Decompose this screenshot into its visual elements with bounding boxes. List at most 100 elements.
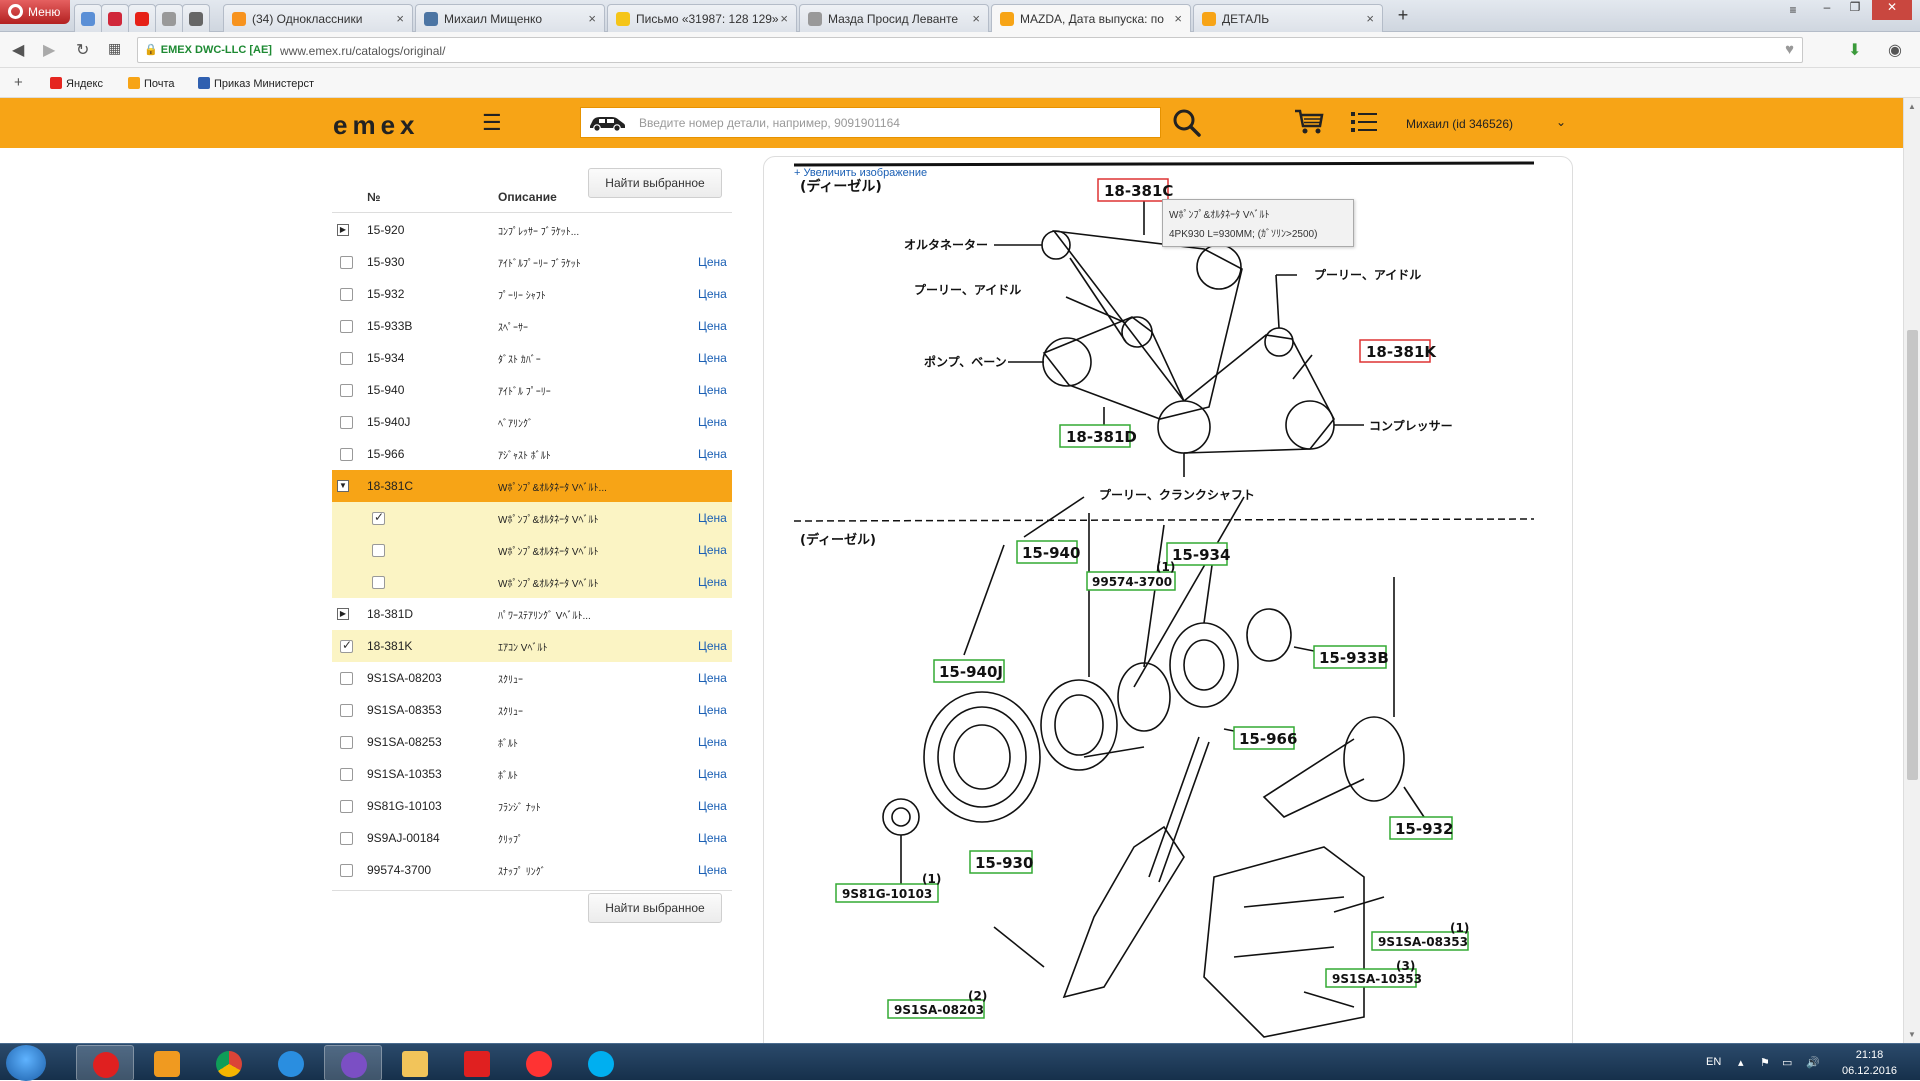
new-tab-button[interactable]: + — [1397, 5, 1409, 25]
price-link[interactable]: Цена — [698, 703, 727, 717]
callout-15-932[interactable]: 15-932 — [1395, 820, 1453, 838]
price-link[interactable]: Цена — [698, 799, 727, 813]
user-account-label[interactable]: Михаил (id 346526) — [1406, 117, 1513, 131]
tray-expand-icon[interactable]: ▴ — [1738, 1057, 1744, 1069]
row-checkbox[interactable] — [340, 768, 353, 781]
tab-emex-mazda[interactable]: MAZDA, Дата выпуска: по × — [991, 4, 1191, 33]
search-icon[interactable] — [1172, 108, 1202, 138]
close-icon[interactable]: × — [588, 11, 596, 26]
row-checkbox[interactable] — [340, 416, 353, 429]
network-icon[interactable]: ▭ — [1782, 1057, 1793, 1069]
scrollbar-thumb[interactable] — [1907, 330, 1918, 780]
system-clock[interactable]: 21:18 06.12.2016 — [1842, 1047, 1897, 1079]
taskbar-yandex[interactable] — [448, 1045, 506, 1081]
callout-9s1sa-08203[interactable]: 9S1SA-08203 — [894, 1003, 984, 1017]
windows-start-button[interactable] — [6, 1045, 46, 1081]
row-checkbox[interactable] — [340, 672, 353, 685]
callout-15-933b[interactable]: 15-933B — [1319, 649, 1389, 667]
emex-logo[interactable]: emex — [333, 110, 420, 140]
callout-15-934[interactable]: 15-934 — [1172, 546, 1230, 564]
zoom-image-link[interactable]: + Увеличить изображение — [794, 167, 928, 179]
minimize-button[interactable]: – — [1823, 0, 1831, 14]
opera-menu-button[interactable]: Меню — [0, 0, 70, 24]
row-checkbox[interactable] — [340, 320, 353, 333]
vpn-icon[interactable]: ◉ — [1888, 42, 1902, 59]
expand-icon[interactable]: ▶ — [337, 608, 349, 620]
page-scrollbar[interactable]: ▲ ▼ — [1903, 98, 1920, 1043]
price-link[interactable]: Цена — [698, 511, 727, 525]
close-icon[interactable]: × — [1366, 11, 1374, 26]
car-icon[interactable] — [587, 113, 627, 133]
taskbar-media-player[interactable] — [138, 1045, 196, 1081]
speed-dial-icon[interactable]: ▦ — [108, 40, 122, 56]
tab-odnoklassniki[interactable]: (34) Одноклассники × — [223, 4, 413, 32]
close-icon[interactable]: × — [396, 11, 404, 26]
callout-15-940[interactable]: 15-940 — [1022, 544, 1080, 562]
taskbar-opera[interactable] — [76, 1045, 134, 1081]
secure-badge[interactable]: 🔒 EMEX DWC-LLC [AE] — [144, 44, 272, 56]
callout-18-381c[interactable]: 18-381C — [1104, 182, 1173, 200]
close-icon[interactable]: × — [780, 11, 788, 26]
price-link[interactable]: Цена — [698, 255, 727, 269]
download-icon[interactable]: ⬇ — [1848, 42, 1862, 59]
callout-18-381d[interactable]: 18-381D — [1066, 428, 1137, 446]
price-link[interactable]: Цена — [698, 447, 727, 461]
scroll-up-icon[interactable]: ▲ — [1908, 102, 1916, 111]
url-text[interactable]: www.emex.ru/catalogs/original/ — [280, 44, 446, 58]
maximize-button[interactable]: ❐ — [1849, 0, 1861, 14]
price-link[interactable]: Цена — [698, 863, 727, 877]
find-selected-button-top[interactable]: Найти выбранное — [588, 168, 722, 198]
price-link[interactable]: Цена — [698, 383, 727, 397]
row-checkbox[interactable] — [372, 576, 385, 589]
heart-icon[interactable]: ♥ — [1785, 41, 1794, 58]
price-link[interactable]: Цена — [698, 543, 727, 557]
cart-icon[interactable] — [1294, 108, 1324, 136]
price-link[interactable]: Цена — [698, 831, 727, 845]
pinned-tab-4[interactable] — [155, 4, 183, 32]
price-link[interactable]: Цена — [698, 735, 727, 749]
pinned-tab-5[interactable] — [182, 4, 210, 32]
price-link[interactable]: Цена — [698, 639, 727, 653]
volume-icon[interactable]: 🔊 — [1806, 1057, 1820, 1069]
price-link[interactable]: Цена — [698, 575, 727, 589]
callout-9s1sa-10353[interactable]: 9S1SA-10353 — [1332, 972, 1422, 986]
chevron-down-icon[interactable]: ⌄ — [1556, 115, 1567, 129]
tab-mazda-forum[interactable]: Мазда Просид Леванте × — [799, 4, 989, 32]
price-link[interactable]: Цена — [698, 671, 727, 685]
callout-9s1sa-08353[interactable]: 9S1SA-08353 — [1378, 935, 1468, 949]
pinned-tab-2[interactable] — [101, 4, 129, 32]
hamburger-menu-icon[interactable]: ☰ — [482, 110, 502, 135]
flag-icon[interactable]: ⚑ — [1760, 1057, 1770, 1069]
row-checkbox[interactable] — [340, 832, 353, 845]
tab-list-icon[interactable]: ≡ — [1789, 3, 1797, 17]
callout-18-381k[interactable]: 18-381K — [1366, 343, 1437, 361]
taskbar-chrome[interactable] — [200, 1045, 258, 1081]
url-field[interactable]: 🔒 EMEX DWC-LLC [AE] www.emex.ru/catalogs… — [137, 37, 1803, 63]
pinned-tab-1[interactable] — [74, 4, 102, 32]
row-checkbox[interactable] — [372, 544, 385, 557]
row-checkbox[interactable] — [340, 800, 353, 813]
close-icon[interactable]: × — [1174, 11, 1182, 26]
add-bookmark-icon[interactable]: + — [14, 74, 23, 91]
row-checkbox[interactable] — [340, 384, 353, 397]
row-checkbox[interactable] — [340, 256, 353, 269]
row-checkbox[interactable] — [372, 510, 385, 525]
row-checkbox[interactable] — [340, 448, 353, 461]
taskbar-yandex-browser[interactable] — [510, 1045, 568, 1081]
forward-icon[interactable]: ▶ — [43, 42, 56, 59]
collapse-icon[interactable]: ▼ — [337, 480, 349, 492]
back-icon[interactable]: ◀ — [12, 42, 25, 59]
